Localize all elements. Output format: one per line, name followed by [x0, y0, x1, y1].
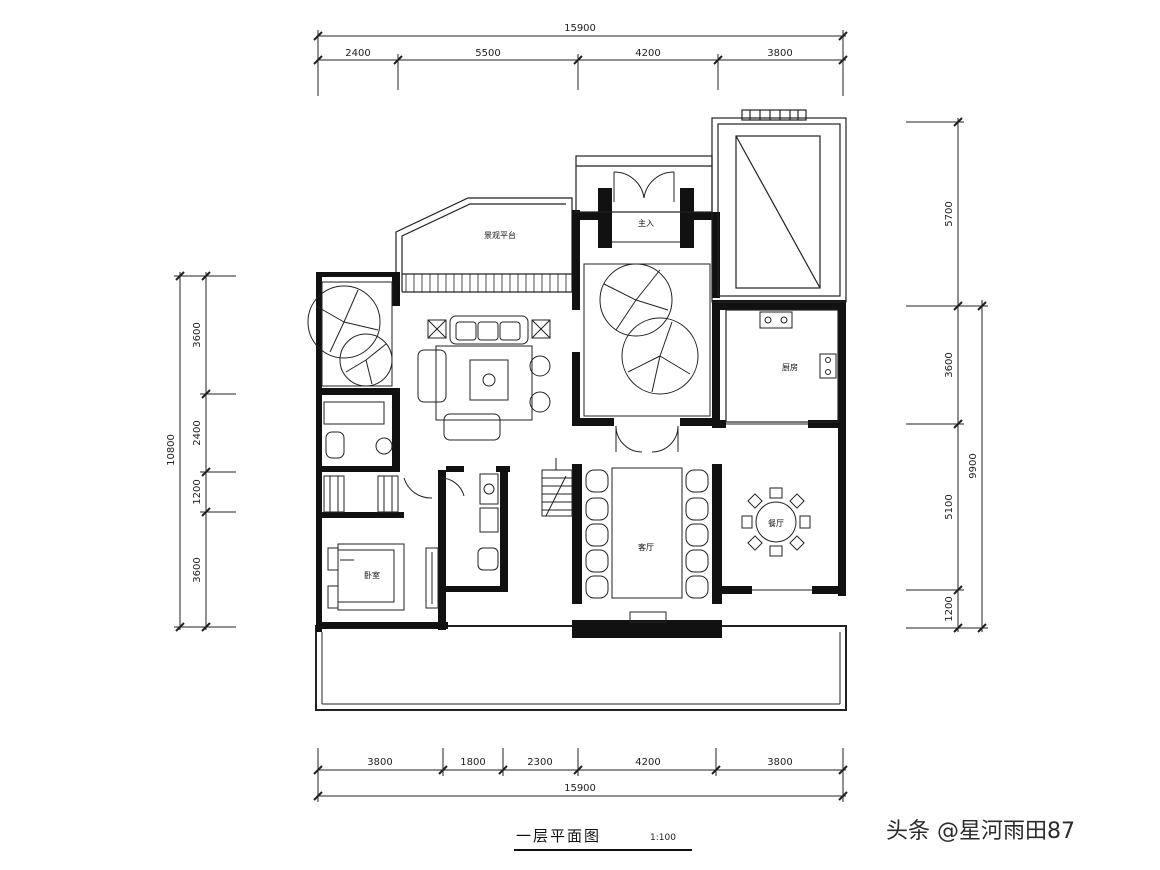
right-dimension-3: 5100 — [944, 494, 955, 519]
main-stair — [541, 458, 573, 517]
dining-table — [726, 423, 812, 591]
right-dimension-1: 5700 — [944, 201, 955, 226]
bottom-dimension-4: 4200 — [635, 757, 660, 768]
hall-table — [585, 467, 709, 623]
top-dimension-4: 3800 — [767, 48, 792, 59]
top-dimension-2: 5500 — [475, 48, 500, 59]
bathroom-fixtures — [323, 401, 499, 571]
room-label-entrance: 主入 — [638, 218, 654, 228]
bottom-total-dimension: 15900 — [564, 783, 596, 794]
bottom-dimension-1: 3800 — [367, 757, 392, 768]
main-walls — [316, 188, 846, 638]
hall-doors — [615, 425, 679, 453]
kitchen-fixtures — [759, 311, 837, 379]
top-dimension-3: 4200 — [635, 48, 660, 59]
drawing-scale: 1:100 — [650, 833, 676, 843]
room-label-hall: 客厅 — [638, 542, 654, 552]
top-dimension-chain — [313, 30, 848, 96]
left-total-dimension: 10800 — [166, 434, 177, 466]
right-dimension-2: 3600 — [944, 352, 955, 377]
right-total-dimension: 9900 — [968, 453, 979, 478]
bottom-dimension-5: 3800 — [767, 757, 792, 768]
room-label-dining: 餐厅 — [768, 519, 784, 528]
left-dimension-4: 3600 — [192, 557, 203, 582]
room-label-kitchen: 厨房 — [782, 362, 798, 372]
outer-platform — [315, 625, 847, 711]
bottom-dimension-3: 2300 — [527, 757, 552, 768]
living-room-furniture — [417, 315, 551, 441]
room-label-terrace: 景观平台 — [484, 230, 516, 240]
bedroom-furniture — [327, 543, 439, 611]
top-total-dimension: 15900 — [564, 23, 596, 34]
drawing-title: 一层平面图 — [516, 827, 601, 845]
bottom-dimension-2: 1800 — [460, 757, 485, 768]
terrace-railing — [405, 274, 567, 292]
left-dimension-2: 2400 — [192, 420, 203, 445]
right-dimension-4: 1200 — [944, 596, 955, 621]
left-spiral-stair — [307, 281, 393, 387]
thin-walls — [575, 117, 847, 423]
left-dimension-1: 3600 — [192, 322, 203, 347]
room-label-bedroom: 卧室 — [364, 570, 380, 580]
top-dimension-1: 2400 — [345, 48, 370, 59]
watermark: 头条 @星河雨田87 — [886, 819, 1075, 844]
right-dimension-chain — [906, 117, 988, 633]
left-dimension-3: 1200 — [192, 479, 203, 504]
left-dimension-chain — [174, 271, 236, 632]
bottom-dimension-chain — [313, 748, 848, 802]
foyer-spiral-stair — [583, 263, 711, 417]
pool — [735, 109, 821, 289]
entrance-doors — [612, 171, 680, 243]
